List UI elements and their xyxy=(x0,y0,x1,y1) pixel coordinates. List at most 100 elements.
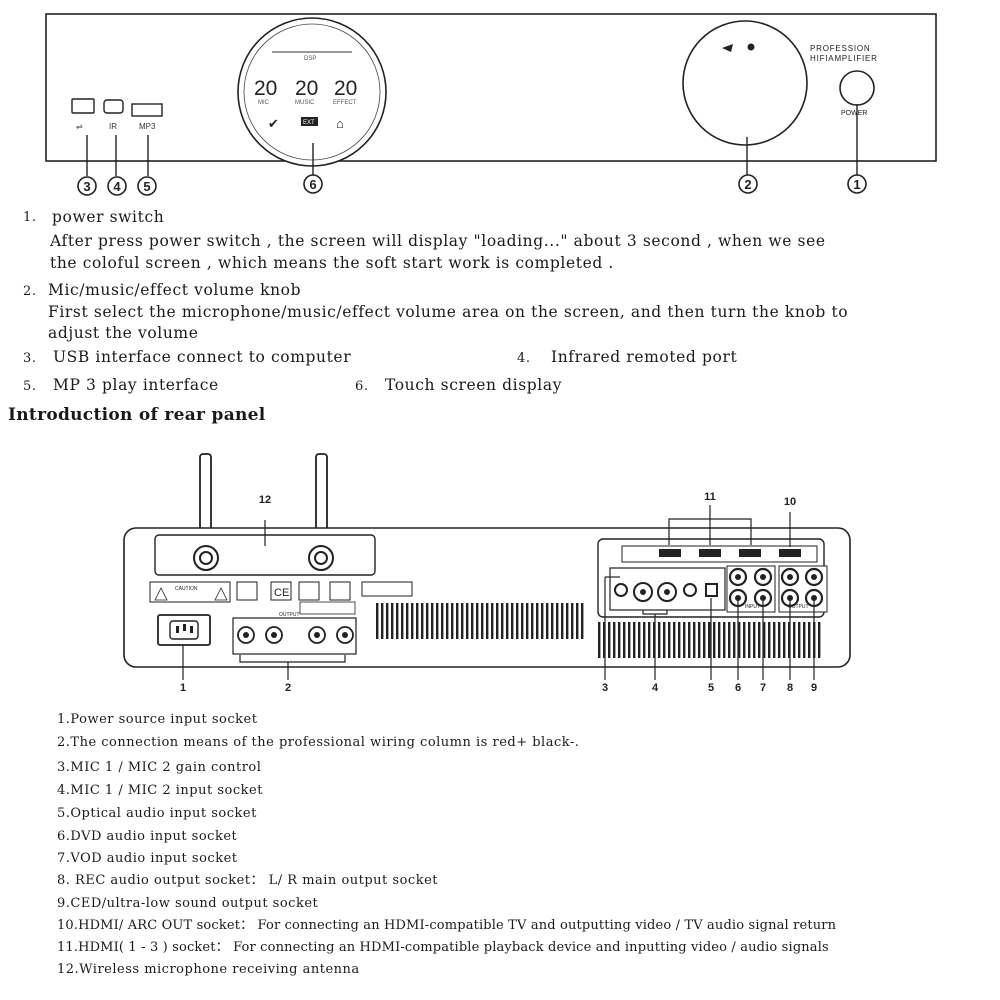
rear-callout-12: 12 xyxy=(259,494,271,506)
speaker-terminal-label: OUTPUT xyxy=(279,612,300,618)
vent-slot xyxy=(511,603,514,639)
rear-item-4: 4.MIC 1 / MIC 2 input socket xyxy=(57,783,263,798)
vent-slot xyxy=(411,603,414,639)
vent-slot xyxy=(521,603,524,639)
cert-mark-1 xyxy=(236,581,258,601)
vent-slot xyxy=(768,622,771,658)
rear-item-8: 8. REC audio output socket： L/ R main ou… xyxy=(57,873,438,888)
mic-icon: ✔ xyxy=(268,116,279,131)
vent-slot xyxy=(783,622,786,658)
home-icon: ⌂ xyxy=(336,116,344,131)
vent-slot xyxy=(723,622,726,658)
hdmi-3-socket xyxy=(739,549,761,557)
rca-jack-pin xyxy=(760,574,766,580)
vent-slot xyxy=(663,622,666,658)
item-6-title: Touch screen display xyxy=(385,376,563,394)
vent-slot xyxy=(673,622,676,658)
vent-slot xyxy=(461,603,464,639)
vent-slot xyxy=(793,622,796,658)
vent-slot xyxy=(623,622,626,658)
rca-jack-pin xyxy=(811,574,817,580)
usb-icon: ⇌ xyxy=(76,122,83,131)
vent-slot xyxy=(516,603,519,639)
svg-text:5: 5 xyxy=(143,179,150,194)
front-callout-4: 4 xyxy=(107,176,127,196)
item-1-desc-line-2: the coloful screen , which means the sof… xyxy=(50,254,614,272)
rca-jack-pin xyxy=(735,574,741,580)
weee-mark xyxy=(329,581,351,601)
rear-callout-10: 10 xyxy=(784,496,796,508)
vent-slot xyxy=(496,603,499,639)
vent-slot xyxy=(778,622,781,658)
hdmi-2-socket xyxy=(699,549,721,557)
rear-callout-1: 1 xyxy=(180,682,186,694)
mp3-port xyxy=(131,103,163,117)
cert-mark-2 xyxy=(298,581,320,601)
item-3-title: USB interface connect to computer xyxy=(53,348,352,366)
svg-text:2: 2 xyxy=(744,177,751,192)
vent-slot xyxy=(638,622,641,658)
vent-slot xyxy=(576,603,579,639)
rear-item-3: 3.MIC 1 / MIC 2 gain control xyxy=(57,760,262,775)
vent-slot xyxy=(541,603,544,639)
screen-label-effect: EFFECT xyxy=(333,100,357,106)
vent-slot xyxy=(683,622,686,658)
mic1-gain-knob xyxy=(614,583,628,597)
vent-slot xyxy=(603,622,606,658)
input-label: INPUT xyxy=(745,604,760,610)
rear-callout-5: 5 xyxy=(708,682,714,694)
screen-center-button-label: EXT xyxy=(303,120,315,126)
vent-slot xyxy=(628,622,631,658)
knob-arrow-icon xyxy=(722,44,733,52)
vent-slot xyxy=(708,622,711,658)
brand-line-2: HIFIAMPLIFIER xyxy=(810,54,878,63)
rear-item-1: 1.Power source input socket xyxy=(57,712,258,727)
optical-input-socket xyxy=(705,583,718,597)
item-2-number: 2. xyxy=(23,284,37,299)
vent-slot xyxy=(728,622,731,658)
power-label: POWER xyxy=(841,110,867,117)
vent-slot xyxy=(491,603,494,639)
vent-slot xyxy=(758,622,761,658)
rear-callout-2: 2 xyxy=(285,682,291,694)
item-3-number: 3. xyxy=(23,351,37,366)
output-label: OUTPUT xyxy=(788,604,809,610)
vent-slot xyxy=(401,603,404,639)
screen-center-button xyxy=(301,117,318,126)
rear-panel-heading: Introduction of rear panel xyxy=(8,405,266,425)
rear-item-5: 5.Optical audio input socket xyxy=(57,806,257,821)
rear-item-6: 6.DVD audio input socket xyxy=(57,829,238,844)
vent-slot xyxy=(803,622,806,658)
vent-slot xyxy=(421,603,424,639)
front-callout-5: 5 xyxy=(137,176,157,196)
vent-slot xyxy=(798,622,801,658)
vent-slot xyxy=(698,622,701,658)
vent-slots-left xyxy=(376,603,584,639)
vent-slot xyxy=(386,603,389,639)
screen-readout-music: 20 xyxy=(295,77,318,100)
vent-slot xyxy=(648,622,651,658)
mic2-gain-knob xyxy=(683,583,697,597)
vent-slot xyxy=(633,622,636,658)
vent-slot xyxy=(788,622,791,658)
svg-text:6: 6 xyxy=(309,177,316,192)
vent-slot xyxy=(613,622,616,658)
item-5-title: MP 3 play interface xyxy=(53,376,219,394)
front-callout-3: 3 xyxy=(77,176,97,196)
caution-text: CAUTION xyxy=(175,586,198,592)
rear-callout-8: 8 xyxy=(787,682,793,694)
vent-slot xyxy=(753,622,756,658)
front-callout-6: 6 xyxy=(303,174,323,194)
vent-slot xyxy=(426,603,429,639)
screen-readout-mic: 20 xyxy=(254,77,277,100)
vent-slot xyxy=(476,603,479,639)
hdmi-1-socket xyxy=(659,549,681,557)
vent-slot xyxy=(396,603,399,639)
vent-slot xyxy=(501,603,504,639)
vent-slot xyxy=(506,603,509,639)
ce-mark xyxy=(270,581,292,601)
vent-slot xyxy=(608,622,611,658)
serial-label xyxy=(361,581,413,597)
item-2-title: Mic/music/effect volume knob xyxy=(48,281,302,299)
rca-jack-pin xyxy=(787,595,793,601)
